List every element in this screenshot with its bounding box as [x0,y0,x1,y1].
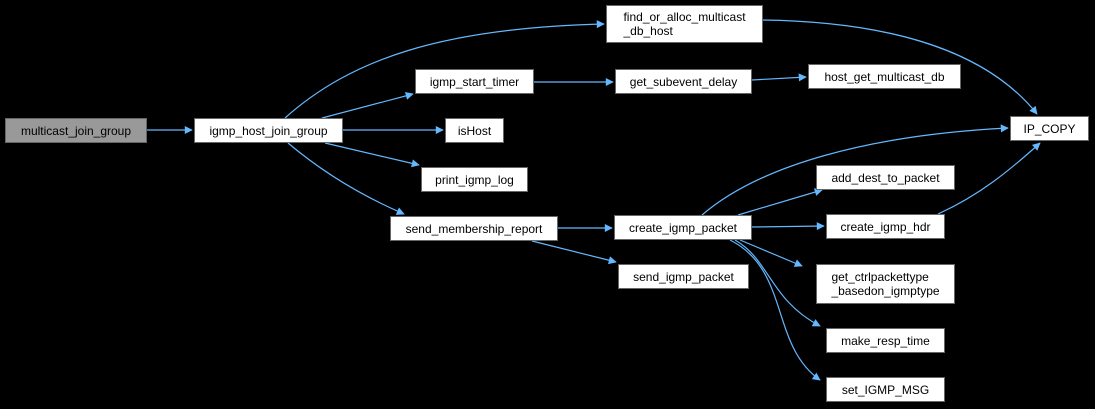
node-label: get_subevent_delay [629,74,738,89]
node-print_igmp_log[interactable]: print_igmp_log [421,167,528,192]
node-label: add_dest_to_packet [831,170,940,185]
node-make_resp_time[interactable]: make_resp_time [826,328,945,353]
node-label: igmp_start_timer [429,74,520,89]
node-label: create_igmp_hdr [840,219,931,234]
edge-create_igmp_packet-to-create_igmp_hdr [751,222,825,231]
edge-igmp_host_join_group-to-igmp_start_timer [321,91,414,119]
node-igmp_start_timer[interactable]: igmp_start_timer [415,69,534,94]
edge-send_membership_report-to-send_igmp_packet [531,240,617,265]
edge-igmp_host_join_group-to-print_igmp_log [324,142,420,168]
node-label: create_igmp_packet [628,220,738,235]
node-set_IGMP_MSG[interactable]: set_IGMP_MSG [826,377,945,402]
node-label: get_ctrlpackettype _basedon_igmptype [831,270,940,298]
edge-find_or_alloc_multicast_db_host-to-IP_COPY [762,19,1038,115]
node-get_subevent_delay[interactable]: get_subevent_delay [615,69,752,94]
node-get_ctrlpackettype_basedon_igmptype[interactable]: get_ctrlpackettype _basedon_igmptype [816,264,955,304]
node-label: set_IGMP_MSG [841,382,930,397]
node-label: igmp_host_join_group [209,123,328,138]
edge-get_subevent_delay-to-host_get_multicast_db [751,73,807,82]
edge-create_igmp_hdr-to-IP_COPY [937,142,1041,215]
edge-create_igmp_packet-to-get_ctrlpackettype_basedon_igmptype [739,239,803,267]
edge-create_igmp_packet-to-add_dest_to_packet [737,188,823,216]
node-igmp_host_join_group[interactable]: igmp_host_join_group [194,118,343,143]
node-send_membership_report[interactable]: send_membership_report [390,216,558,241]
node-multicast_join_group: multicast_join_group [5,118,147,143]
edge-create_igmp_packet-to-IP_COPY [701,124,1009,216]
node-label: make_resp_time [841,333,930,348]
edge-create_igmp_packet-to-make_resp_time [734,239,821,327]
node-label: host_get_multicast_db [824,69,945,84]
edge-igmp_host_join_group-to-send_membership_report [287,142,405,215]
node-find_or_alloc_multicast_db_host[interactable]: find_or_alloc_multicast _db_host [606,5,763,43]
edge-create_igmp_packet-to-set_IGMP_MSG [729,239,821,381]
node-send_igmp_packet[interactable]: send_igmp_packet [618,264,749,289]
node-isHost[interactable]: isHost [445,118,504,143]
edge-igmp_host_join_group-to-find_or_alloc_multicast_db_host [284,20,605,119]
node-add_dest_to_packet[interactable]: add_dest_to_packet [816,165,955,190]
node-create_igmp_hdr[interactable]: create_igmp_hdr [826,214,945,239]
node-create_igmp_packet[interactable]: create_igmp_packet [614,215,752,240]
node-host_get_multicast_db[interactable]: host_get_multicast_db [808,64,961,89]
node-label: multicast_join_group [20,123,132,138]
node-label: send_membership_report [405,221,543,236]
node-label: isHost [457,123,492,138]
node-label: IP_COPY [1023,121,1076,136]
node-label: find_or_alloc_multicast _db_host [623,10,746,38]
node-label: send_igmp_packet [633,269,734,284]
node-IP_COPY[interactable]: IP_COPY [1010,116,1089,141]
node-label: print_igmp_log [435,172,514,187]
